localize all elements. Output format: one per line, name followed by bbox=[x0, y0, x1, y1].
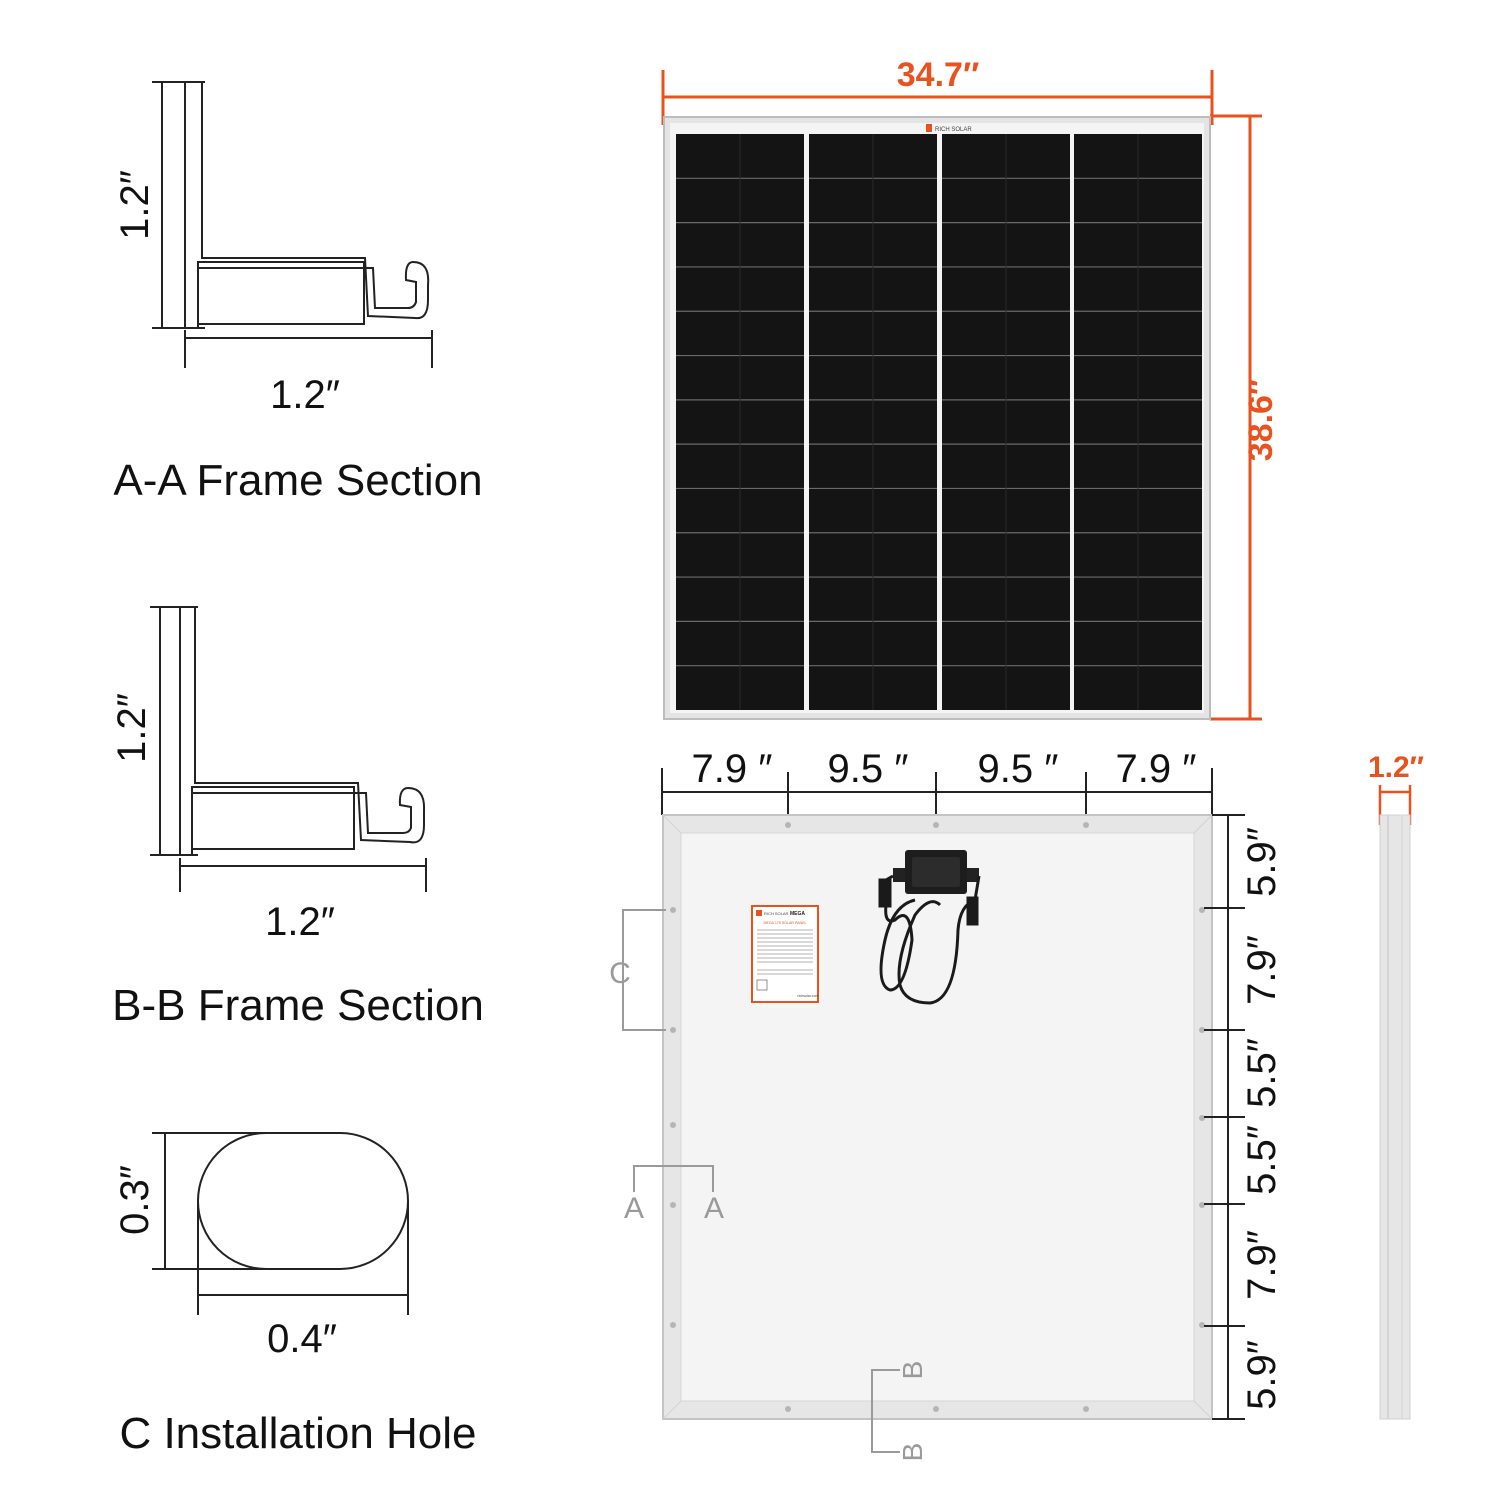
aa-dimension-lines bbox=[152, 81, 433, 368]
marker-a-left-label: A bbox=[624, 1192, 644, 1225]
side-profile: 1.2″ bbox=[1368, 751, 1424, 1420]
bb-profile-shape bbox=[179, 606, 426, 856]
back-right-dim-1: 5.9″ bbox=[1240, 827, 1284, 897]
marker-a-bracket bbox=[633, 1165, 714, 1192]
junction-box bbox=[893, 850, 979, 894]
back-mounting-holes bbox=[670, 822, 1205, 1412]
front-logo: RICH SOLAR bbox=[926, 124, 972, 133]
c-height-label: 0.3″ bbox=[113, 1165, 157, 1235]
c-dimension-lines bbox=[152, 1132, 409, 1315]
spec-label-website: richsolar.com bbox=[797, 994, 818, 998]
aa-frame-section: 1.2″ 1.2″ A-A Frame Section bbox=[113, 81, 483, 505]
front-width-label: 34.7″ bbox=[897, 56, 979, 94]
front-panel: 34.7″ 38.6″ RICH SOLAR bbox=[661, 56, 1280, 721]
c-width-label: 0.4″ bbox=[267, 1317, 337, 1361]
aa-height-label: 1.2″ bbox=[113, 170, 157, 240]
marker-a-right-label: A bbox=[704, 1192, 724, 1225]
aa-width-label: 1.2″ bbox=[270, 373, 340, 417]
back-frame-bevels bbox=[662, 814, 1213, 1420]
junction-cables bbox=[878, 874, 981, 1005]
marker-b-bracket bbox=[871, 1369, 900, 1453]
back-top-dim-1: 7.9 ″ bbox=[692, 747, 773, 791]
front-height-label: 38.6″ bbox=[1242, 379, 1280, 461]
back-right-dim-2: 7.9″ bbox=[1240, 935, 1284, 1005]
spec-label: RICH SOLAR MEGA MEGA 175 SOLAR PANEL ric… bbox=[751, 905, 819, 1003]
marker-b-top-label: B bbox=[897, 1361, 928, 1380]
spec-label-table-lines bbox=[757, 929, 813, 975]
side-frame-bar bbox=[1379, 814, 1411, 1420]
c-caption: C Installation Hole bbox=[119, 1409, 476, 1458]
marker-c-bracket bbox=[622, 909, 666, 1031]
back-top-dim-2: 9.5 ″ bbox=[828, 747, 909, 791]
front-logo-text: RICH SOLAR bbox=[935, 127, 972, 133]
back-right-dim-6: 5.9″ bbox=[1240, 1340, 1284, 1410]
back-right-dimension-lines bbox=[1204, 814, 1245, 1420]
back-right-dim-4: 5.5″ bbox=[1240, 1125, 1284, 1195]
bb-height-label: 1.2″ bbox=[110, 693, 154, 763]
aa-profile-shape bbox=[184, 81, 430, 329]
back-top-dim-4: 7.9 ″ bbox=[1116, 747, 1197, 791]
spec-label-title: MEGA 175 SOLAR PANEL bbox=[763, 921, 806, 925]
c-hole-shape bbox=[197, 1132, 409, 1270]
marker-c-label: C bbox=[609, 957, 631, 990]
back-right-dim-5: 7.9″ bbox=[1240, 1230, 1284, 1300]
bb-caption: B-B Frame Section bbox=[112, 981, 484, 1030]
aa-caption: A-A Frame Section bbox=[113, 456, 482, 505]
c-installation-hole: 0.3″ 0.4″ C Installation Hole bbox=[113, 1132, 477, 1458]
bb-frame-section: 1.2″ 1.2″ B-B Frame Section bbox=[110, 606, 484, 1030]
back-right-dim-3: 5.5″ bbox=[1240, 1038, 1284, 1108]
spec-label-series: MEGA bbox=[790, 911, 805, 917]
bb-dimension-lines bbox=[150, 606, 427, 892]
marker-b-bottom-label: B bbox=[897, 1443, 928, 1462]
bb-width-label: 1.2″ bbox=[265, 900, 335, 944]
front-cell-strings bbox=[676, 134, 1202, 710]
back-top-dim-3: 9.5 ″ bbox=[978, 747, 1059, 791]
side-thickness-label: 1.2″ bbox=[1368, 751, 1424, 784]
back-top-dimension-lines bbox=[661, 768, 1213, 825]
back-panel: 7.9 ″ 9.5 ″ 9.5 ″ 7.9 ″ bbox=[609, 747, 1284, 1461]
front-height-dimension bbox=[1210, 114, 1262, 721]
spec-label-brand: RICH SOLAR bbox=[764, 911, 789, 916]
